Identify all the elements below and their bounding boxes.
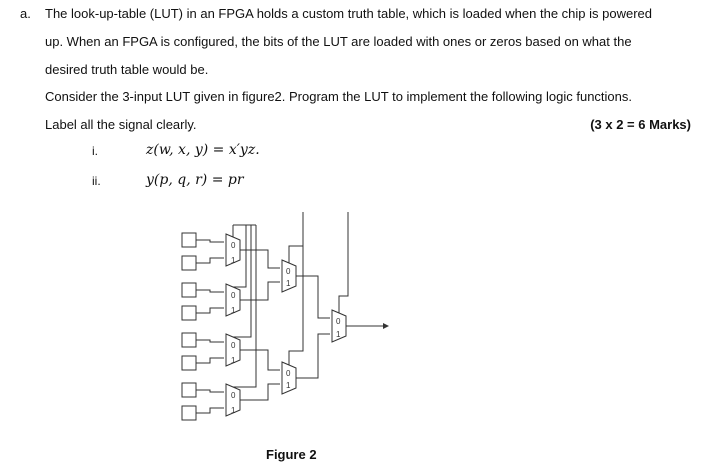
mux-input-label: 0 <box>231 291 236 300</box>
question-text-line-5: Label all the signal clearly. <box>45 117 197 132</box>
memory-cell <box>181 232 197 248</box>
marks-allocation: (3 x 2 = 6 Marks) <box>590 117 691 132</box>
function-label-i: i. <box>92 144 98 158</box>
mux-stage1 <box>225 283 241 317</box>
memory-cell <box>181 355 197 371</box>
mux-input-label: 0 <box>231 241 236 250</box>
mux-input-label: 0 <box>336 317 341 326</box>
question-text-line-2: up. When an FPGA is configured, the bits… <box>45 34 632 49</box>
mux-input-label: 1 <box>231 406 236 415</box>
mux-stage1 <box>225 333 241 367</box>
function-expression-z: z(w, x, y) = x′yz. <box>146 142 260 158</box>
memory-cell <box>181 305 197 321</box>
mux-input-label: 0 <box>286 369 291 378</box>
mux-stage2 <box>281 259 297 293</box>
function-expression-y: y(p, q, r) = pr <box>146 172 244 188</box>
mux-stage1 <box>225 233 241 267</box>
mux-input-label: 1 <box>286 279 291 288</box>
mux-input-label: 1 <box>231 256 236 265</box>
question-text-line-3: desired truth table would be. <box>45 62 209 77</box>
memory-cell <box>181 405 197 421</box>
mux-stage1 <box>225 383 241 417</box>
memory-cell <box>181 332 197 348</box>
question-text-line-1: The look-up-table (LUT) in an FPGA holds… <box>45 6 652 21</box>
mux-stage2 <box>281 361 297 395</box>
mux-input-label: 1 <box>231 306 236 315</box>
figure-caption: Figure 2 <box>266 447 317 462</box>
question-text-line-4: Consider the 3-input LUT given in figure… <box>45 89 632 104</box>
memory-cell <box>181 255 197 271</box>
mux-input-label: 1 <box>231 356 236 365</box>
mux-input-label: 1 <box>286 381 291 390</box>
memory-cell <box>181 382 197 398</box>
mux-stage3 <box>331 309 347 343</box>
mux-input-label: 0 <box>231 341 236 350</box>
question-marker: a. <box>20 6 31 21</box>
function-label-ii: ii. <box>92 174 101 188</box>
mux-input-label: 1 <box>336 330 341 339</box>
mux-input-label: 0 <box>286 267 291 276</box>
mux-input-label: 0 <box>231 391 236 400</box>
lut-mux-tree-diagram: 0 1 0 1 0 1 0 1 0 1 0 1 0 1 <box>181 212 389 421</box>
memory-cell <box>181 282 197 298</box>
